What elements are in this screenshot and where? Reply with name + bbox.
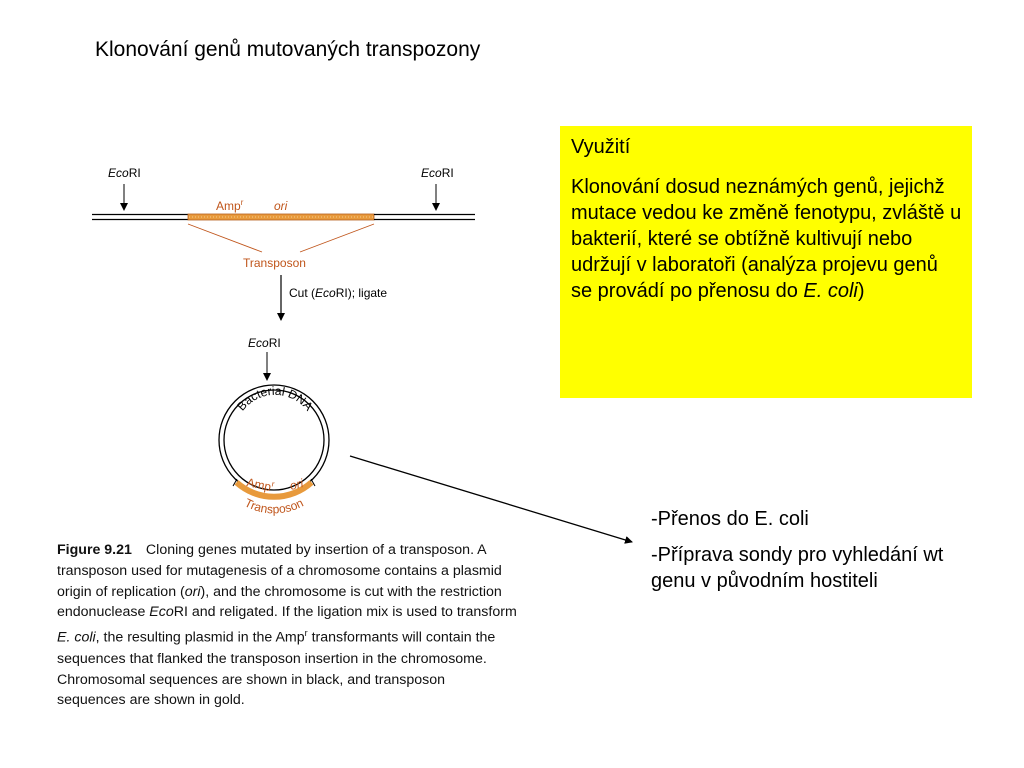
ori-ring-label: ori	[288, 476, 305, 493]
transposon-bracket-left	[187, 223, 263, 253]
bullet-list: -Přenos do E. coli -Příprava sondy pro v…	[651, 506, 951, 604]
usage-box: Využití Klonování dosud neznámých genů, …	[560, 126, 972, 398]
bacterial-dna-curve: Bacterial DNA	[234, 384, 316, 414]
chromosome-left-segment	[92, 213, 188, 221]
plasmid-inner-ring	[223, 389, 325, 491]
chromosome-right-segment	[374, 213, 475, 221]
amp-ring-label: Ampr	[245, 474, 275, 494]
transposon-ring-label: Transposon	[242, 496, 305, 517]
cut-label: Cut (EcoRI); ligate	[289, 286, 387, 300]
usage-text-main: Klonování dosud neznámých genů, jejichž …	[571, 176, 962, 302]
pointer-arrow	[349, 455, 633, 544]
ecori-right-label: EcoRI	[421, 166, 454, 180]
transposon-label: Transposon	[243, 256, 306, 270]
usage-text-italic: E. coli	[803, 280, 858, 302]
ori-label: ori	[274, 199, 288, 213]
ecori-bottom-label: EcoRI	[248, 336, 281, 350]
usage-text: Klonování dosud neznámých genů, jejichž …	[571, 174, 962, 304]
transposon-segment	[187, 213, 375, 221]
usage-heading: Využití	[571, 136, 631, 158]
plasmid-transposon-arc	[234, 480, 314, 500]
svg-text:Transposon: Transposon	[242, 496, 305, 517]
bullet-item: -Přenos do E. coli	[651, 508, 809, 530]
bullet-item: -Příprava sondy pro vyhledání wt genu v …	[651, 544, 944, 592]
ecori-left-label: EcoRI	[108, 166, 141, 180]
slide-title: Klonování genů mutovaných transpozony	[95, 38, 481, 61]
amp-label: Ampr	[216, 198, 244, 213]
usage-text-end: )	[857, 280, 865, 302]
transposon-bracket-right	[299, 223, 375, 253]
svg-text:Bacterial DNA: Bacterial DNA	[234, 384, 316, 414]
figure-number: Figure 9.21	[57, 542, 132, 558]
